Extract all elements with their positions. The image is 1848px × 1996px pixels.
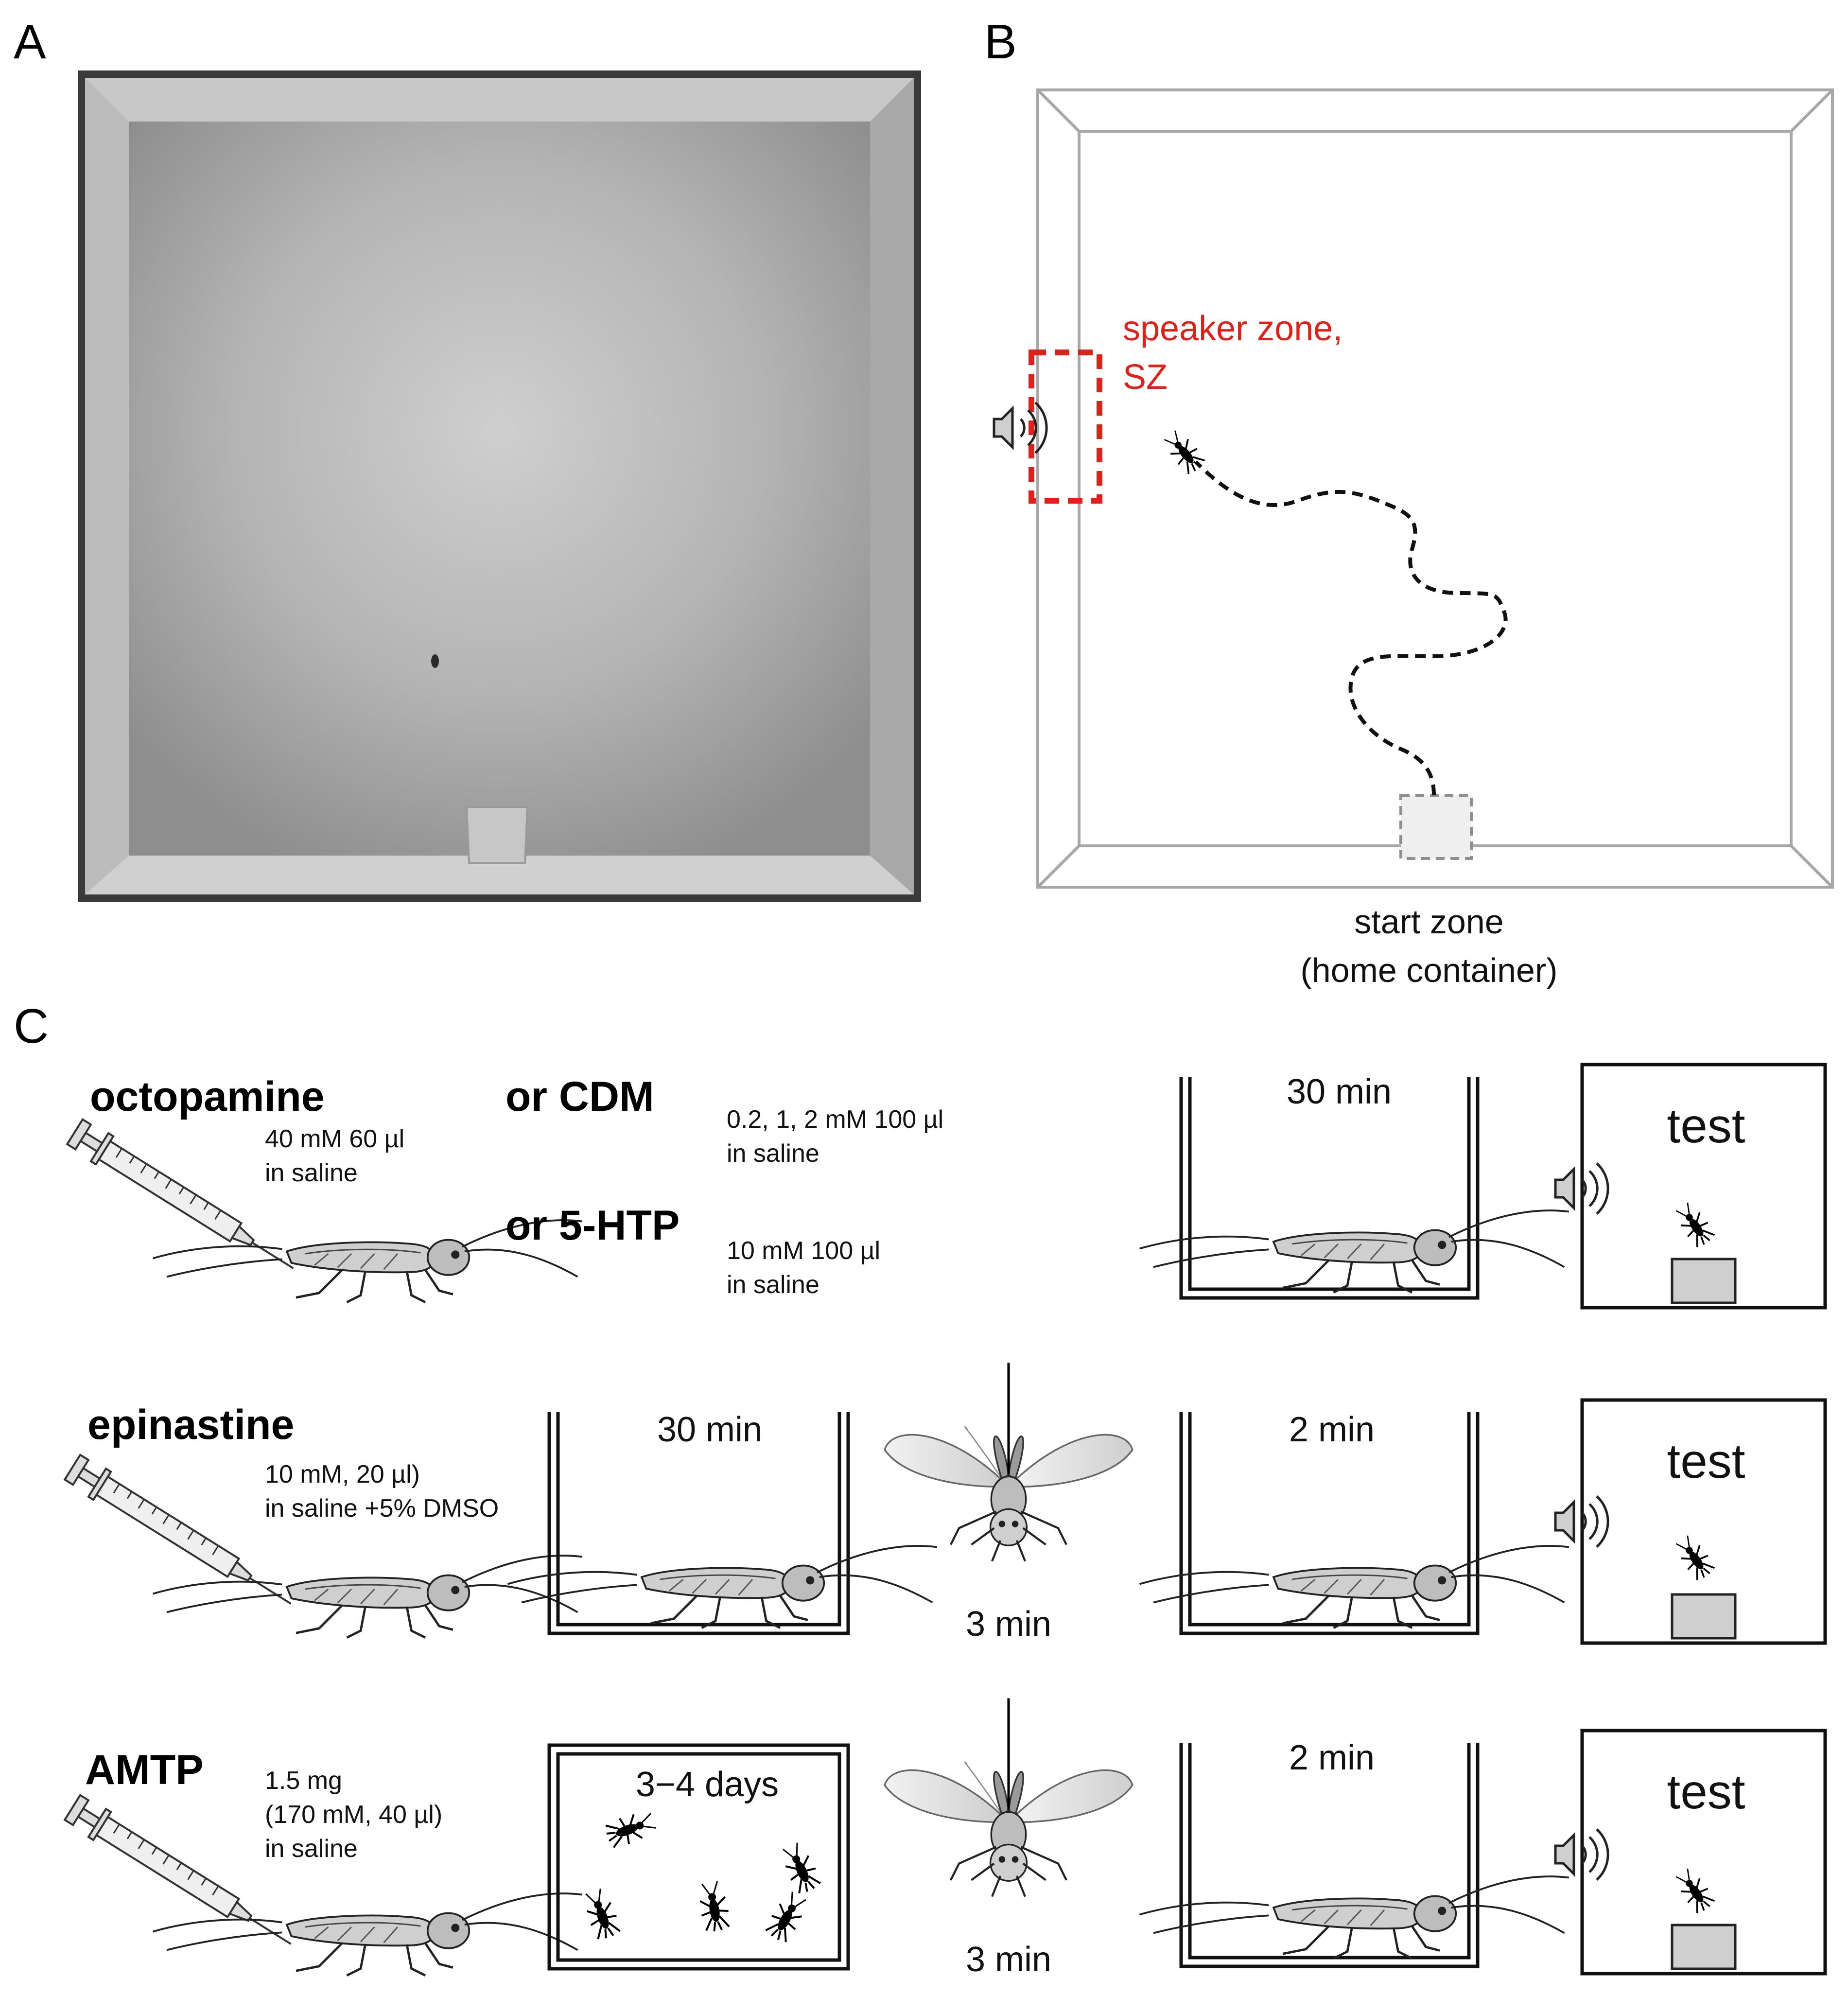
protocol-row-epinastine: epinastine 10 mM, 20 µl) in saline +5% D… [63, 1363, 1827, 1645]
syringe-icon [63, 1452, 301, 1619]
duration-label: 30 min [657, 1410, 762, 1449]
home-container-icon [1671, 1258, 1737, 1304]
dose-line: 10 mM, 20 µl) [265, 1460, 420, 1488]
protocol-row-octopamine: octopamine 40 mM 60 µl in saline or CDM … [65, 1063, 1827, 1310]
dose-line: 1.5 mg [265, 1767, 342, 1795]
protocol-row-amtp: AMTP 1.5 mg (170 mM, 40 µl) in saline 3−… [63, 1698, 1827, 1979]
cricket-side-icon [1140, 1876, 1569, 1959]
test-label: test [1667, 1765, 1745, 1819]
cricket-icon [602, 1806, 660, 1851]
test-arena [1580, 1063, 1827, 1310]
speaker-zone-box [1029, 350, 1102, 504]
test-label: test [1667, 1099, 1745, 1153]
cricket-side-icon [508, 1546, 938, 1628]
group-housing-box [547, 1743, 850, 1971]
drug-name: octopamine [90, 1073, 325, 1120]
rest-container [1179, 1743, 1480, 1968]
cricket-icon [579, 1885, 624, 1943]
walking-path [1194, 460, 1508, 796]
cricket-icon-arena [1159, 426, 1208, 477]
cricket-icon [762, 1888, 812, 1946]
cricket-icon [1671, 1864, 1718, 1917]
dose-line: (170 mM, 40 µl) [265, 1801, 442, 1829]
cricket-side-icon [1140, 1546, 1569, 1628]
dose-line: in saline [727, 1139, 819, 1168]
duration-label: 2 min [1289, 1738, 1375, 1777]
alternative-drug: or CDM [506, 1073, 654, 1120]
dose-line: in saline [265, 1835, 358, 1863]
home-container-icon [1671, 1924, 1737, 1970]
panel-label-b: B [984, 15, 1017, 69]
cricket-icon [777, 1839, 824, 1897]
flight-duration: 3 min [966, 1940, 1051, 1979]
panel-label-a: A [14, 15, 46, 69]
flying-cricket-icon [885, 1698, 1133, 1897]
dose-line: 0.2, 1, 2 mM 100 µl [727, 1105, 943, 1134]
duration-label: 30 min [1287, 1072, 1392, 1111]
home-container-icon [1671, 1593, 1737, 1640]
drug-name: AMTP [85, 1747, 204, 1793]
panel-label-c: C [14, 999, 49, 1053]
arena-schematic [1036, 88, 1834, 889]
dose-line: 40 mM 60 µl [265, 1125, 404, 1153]
flying-cricket-icon [885, 1363, 1133, 1561]
cricket-in-photo [431, 654, 439, 668]
speaker-zone-label: speaker zone, [1123, 309, 1342, 348]
dose-line: in saline [265, 1159, 358, 1187]
test-arena [1580, 1729, 1827, 1976]
start-zone-sublabel: (home container) [1300, 951, 1557, 989]
drug-name: epinastine [87, 1401, 294, 1448]
alternative-drug: or 5-HTP [506, 1202, 680, 1249]
test-label: test [1667, 1434, 1745, 1488]
cricket-icon [695, 1879, 732, 1934]
duration-label: 2 min [1289, 1410, 1375, 1449]
dose-line: in saline [727, 1271, 819, 1299]
cricket-side-icon [1140, 1210, 1569, 1293]
test-arena [1580, 1398, 1827, 1645]
home-container-photo [465, 806, 529, 864]
start-zone-label: start zone [1354, 903, 1503, 941]
flight-duration: 3 min [966, 1605, 1051, 1644]
dose-line: 10 mM 100 µl [727, 1237, 880, 1265]
waiting-container [1179, 1077, 1480, 1300]
speaker-zone-abbrev: SZ [1123, 358, 1168, 397]
duration-label: 3−4 days [636, 1765, 779, 1804]
cricket-icon [1671, 1531, 1718, 1584]
dose-line: in saline +5% DMSO [265, 1494, 499, 1523]
waiting-container [547, 1412, 850, 1635]
arena-photo [78, 70, 921, 902]
rest-container [1179, 1412, 1480, 1635]
cricket-icon [1671, 1198, 1718, 1251]
start-zone-box [1399, 794, 1473, 860]
